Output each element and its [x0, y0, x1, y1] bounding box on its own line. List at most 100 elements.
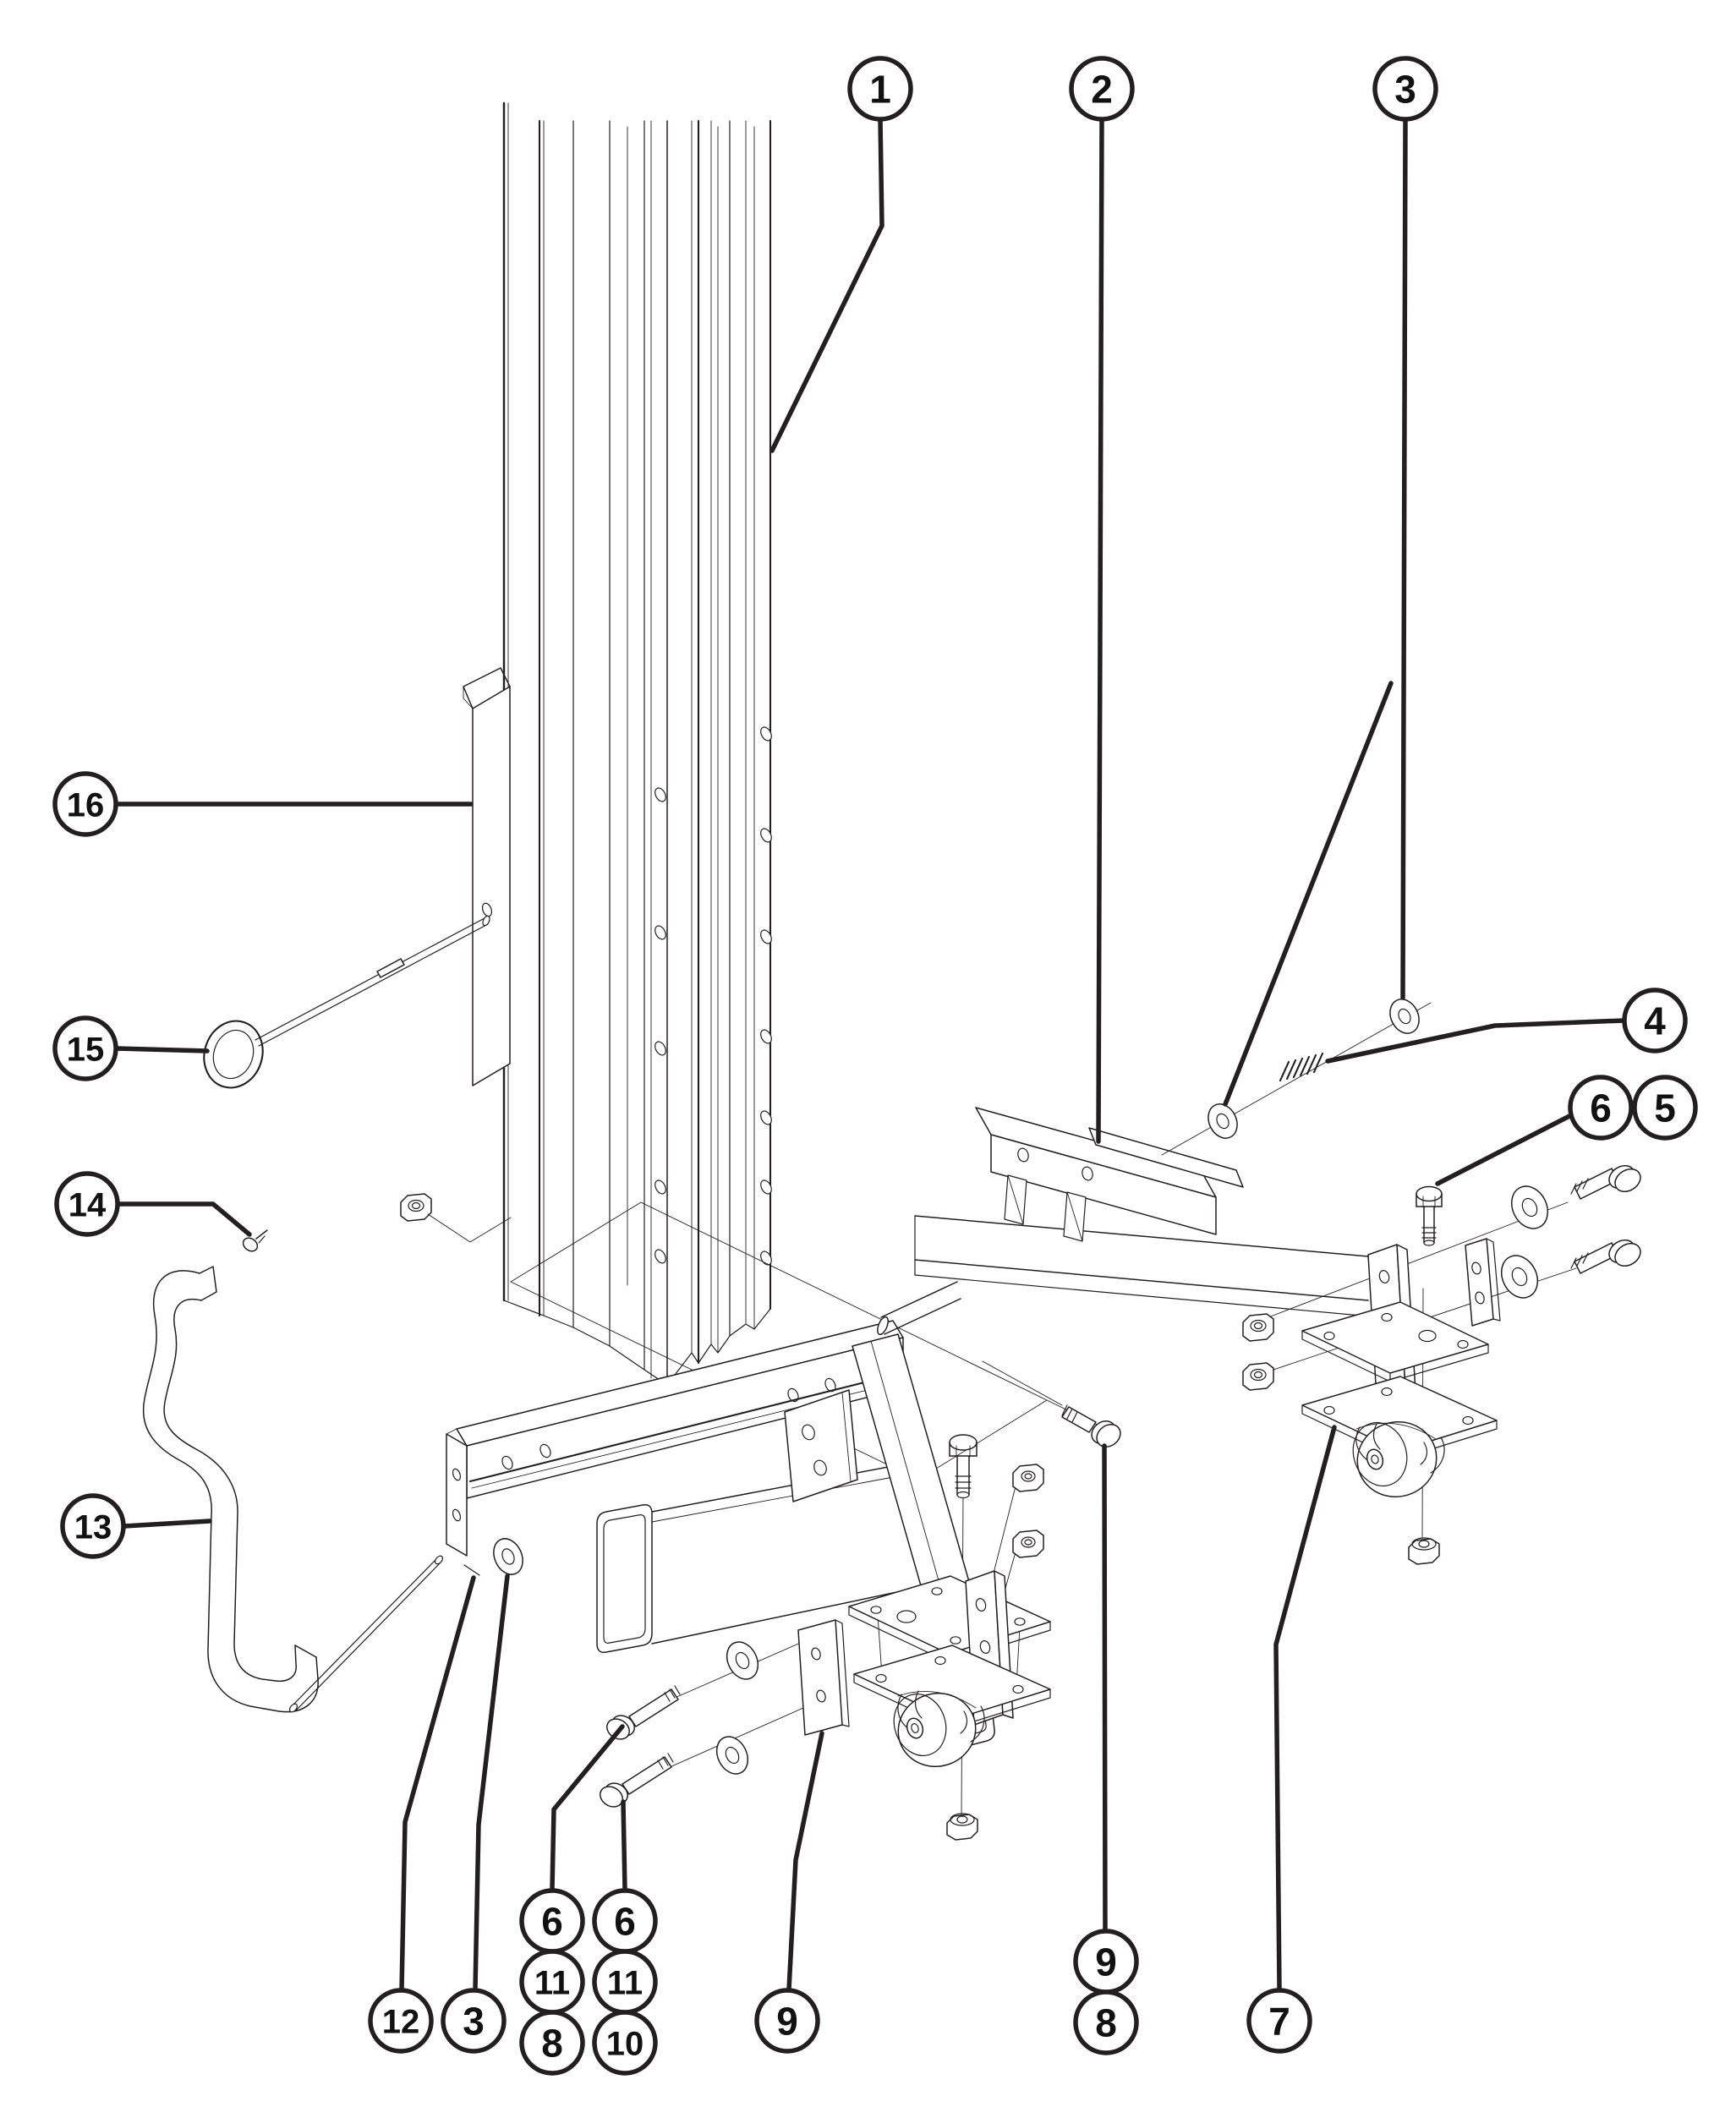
hex-bolt-right [1416, 1185, 1443, 1246]
callout-number: 14 [68, 1186, 107, 1223]
leader-line-3 [1223, 681, 1394, 1107]
callout-circle-2 [1069, 56, 1135, 122]
callout-circle-9 [754, 1988, 820, 2054]
callout-3: 3 [1223, 56, 1438, 1107]
leader-line-2 [1096, 117, 1104, 1144]
callout-circle-4 [1622, 988, 1688, 1054]
mast-bracket [463, 667, 511, 1086]
callout-6: 6 [592, 1799, 658, 1954]
flat-washer-a [1208, 1103, 1238, 1139]
callout-number: 15 [67, 1031, 105, 1068]
hex-bolt-center [949, 1434, 978, 1499]
frame-bolt [1061, 1404, 1121, 1448]
flat-washer-left [493, 1538, 523, 1575]
callout-number: 6 [541, 1900, 563, 1944]
lock-pin [203, 915, 490, 1089]
callout-2: 2 [1069, 56, 1135, 1144]
callout-12: 12 [368, 1575, 476, 2054]
callout-circle-8 [1073, 1989, 1139, 2055]
callout-9: 9 [754, 1731, 824, 2054]
callout-number: 2 [1091, 68, 1113, 112]
callout-9: 9 [1073, 1443, 1139, 1995]
bolt-washer-a [606, 1641, 759, 1740]
bolt-washer-b [600, 1736, 749, 1808]
callout-circle-5 [1632, 1075, 1698, 1141]
callout-8: 8 [519, 2010, 585, 2076]
callout-number: 1 [869, 68, 891, 112]
leader-line-6 [1435, 1113, 1574, 1186]
leader-line-7 [1273, 1425, 1337, 1992]
hex-nuts-center [1012, 1464, 1044, 1558]
callout-number: 5 [1654, 1086, 1676, 1130]
callout-1: 1 [769, 56, 913, 453]
callout-circle-13 [60, 1493, 126, 1559]
callout-7: 7 [1246, 1425, 1337, 2054]
nyloc-nut-right [1408, 1537, 1440, 1565]
callout-number: 16 [67, 786, 105, 824]
leader-line-3 [473, 1573, 510, 1992]
leader-line-6 [550, 1724, 625, 1892]
callout-circle-6 [1568, 1075, 1634, 1141]
callout-number: 4 [1644, 999, 1666, 1043]
callout-number: 12 [382, 2003, 420, 2040]
callout-5: 5 [1632, 1075, 1698, 1141]
callout-circle-1 [847, 56, 913, 122]
callout-number: 9 [776, 2000, 798, 2044]
hex-nuts-right [1242, 1313, 1274, 1391]
leader-line-4 [1325, 1018, 1626, 1064]
callout-number: 3 [463, 2000, 485, 2044]
flat-washer-b [1389, 999, 1420, 1034]
callout-number: 8 [1095, 2001, 1117, 2045]
leader-line-6 [621, 1799, 627, 1892]
callout-number: 11 [534, 1964, 570, 2001]
callout-11: 11 [519, 1949, 585, 2015]
caster-center [853, 1645, 1051, 1768]
callout-circle-3 [1372, 56, 1438, 122]
mast-holes [654, 726, 772, 1266]
bolts-5 [1465, 1165, 1641, 1327]
leader-line-12 [399, 1575, 476, 1992]
callout-number: 3 [1394, 68, 1416, 112]
backing-plate-center [797, 1619, 850, 1736]
caster-right [1301, 1376, 1498, 1498]
set-screw [242, 1229, 268, 1252]
center-assembly [600, 1281, 1121, 1841]
pivot-rod [288, 1555, 480, 1713]
callout-11: 11 [592, 1949, 658, 2015]
callout-circle-7 [1246, 1988, 1312, 2054]
callout-16: 16 [52, 771, 474, 837]
callout-number: 7 [1268, 2000, 1290, 2044]
callout-number: 6 [614, 1900, 636, 1944]
callout-circle-12 [368, 1988, 434, 2054]
outrigger-support [975, 1107, 1244, 1242]
right-assembly [914, 1107, 1641, 1565]
spring-pin-set [1161, 999, 1432, 1156]
mast-column [502, 101, 772, 1386]
callout-10: 10 [592, 2010, 658, 2076]
callout-3: 3 [441, 1573, 510, 2054]
hex-nut-mast [400, 1193, 512, 1243]
callout-circle-3 [441, 1988, 507, 2054]
leader-line-15 [114, 1046, 210, 1054]
callout-number: 8 [541, 2022, 563, 2066]
callout-number: 13 [74, 1508, 112, 1546]
callout-circle-15 [52, 1015, 118, 1081]
leader-line-9 [786, 1731, 824, 1992]
callout-6: 6 [1435, 1075, 1634, 1186]
callout-number: 9 [1095, 1940, 1117, 1984]
callout-number: 11 [607, 1964, 643, 2001]
leader-line-9 [1102, 1443, 1108, 1933]
callout-4: 4 [1325, 988, 1688, 1064]
callout-circle-10 [592, 2010, 658, 2076]
callout-15: 15 [52, 1015, 210, 1081]
leader-line-1 [769, 117, 884, 453]
callout-8: 8 [1073, 1989, 1139, 2055]
callout-14: 14 [54, 1171, 252, 1237]
callout-13: 13 [60, 1493, 212, 1559]
leader-line-3 [1400, 117, 1408, 1000]
callout-circle-8 [519, 2010, 585, 2076]
callout-number: 6 [1590, 1086, 1612, 1130]
latch-handle [142, 1266, 319, 1713]
